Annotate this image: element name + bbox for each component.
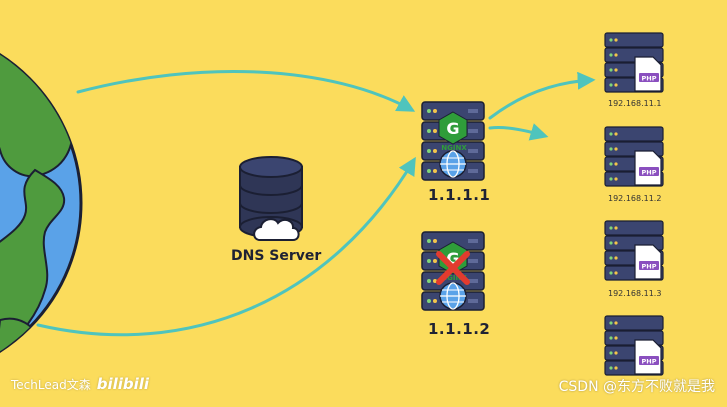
server-rack-unit [604,126,664,142]
nginx-primary-ip: 1.1.1.1 [428,186,491,204]
globe-network-icon [439,282,467,310]
php-file-icon: PHP [634,56,662,92]
backend-ip-2: 192.168.11.2 [608,194,662,203]
backend-ip-1: 192.168.11.1 [608,99,662,108]
cross-fail-icon [436,251,470,285]
svg-text:G: G [446,119,459,138]
php-badge-text: PHP [642,263,657,271]
server-rack-unit [604,220,664,236]
php-file-icon: PHP [634,244,662,280]
server-rack-unit [604,32,664,48]
php-badge-text: PHP [642,75,657,83]
backend-server-3: PHP [604,220,664,281]
arrow-earth-to-nginx-primary [76,69,416,112]
php-badge-text: PHP [642,358,657,366]
globe-network-icon [439,150,467,178]
nginx-logo-icon: G NGINX [438,111,468,152]
arrow-nginx-to-backend-2 [488,123,549,141]
php-file-icon: PHP [634,150,662,186]
nginx-brand-text-1: NGINX [441,144,467,152]
connection-arrows [36,69,596,337]
backend-server-2: PHP [604,126,664,187]
arrow-earth-to-dns-via [36,156,416,337]
backend-servers: PHP PHP PHP PHP [604,32,664,376]
nginx-secondary-ip: 1.1.1.2 [428,320,491,338]
dns-server-label: DNS Server [231,248,322,264]
backend-ip-3: 192.168.11.3 [608,289,662,298]
cloud-icon [253,218,300,241]
watermark-csdn: CSDN @东方不败就是我 [558,379,715,395]
backend-server-4: PHP [604,315,664,376]
watermark-author: TechLead文森 bilibili [11,375,149,393]
server-rack-unit [604,315,664,331]
backend-server-1: PHP [604,32,664,93]
watermark-platform-text: bilibili [96,375,150,393]
earth-globe-icon [0,37,83,367]
watermark-author-text: TechLead文森 [11,378,91,392]
nginx-brand-text-2: NGINX [441,274,467,282]
database-icon [239,156,303,238]
php-file-icon: PHP [634,339,662,375]
php-badge-text: PHP [642,169,657,177]
arrow-nginx-to-backend-1 [488,71,596,120]
